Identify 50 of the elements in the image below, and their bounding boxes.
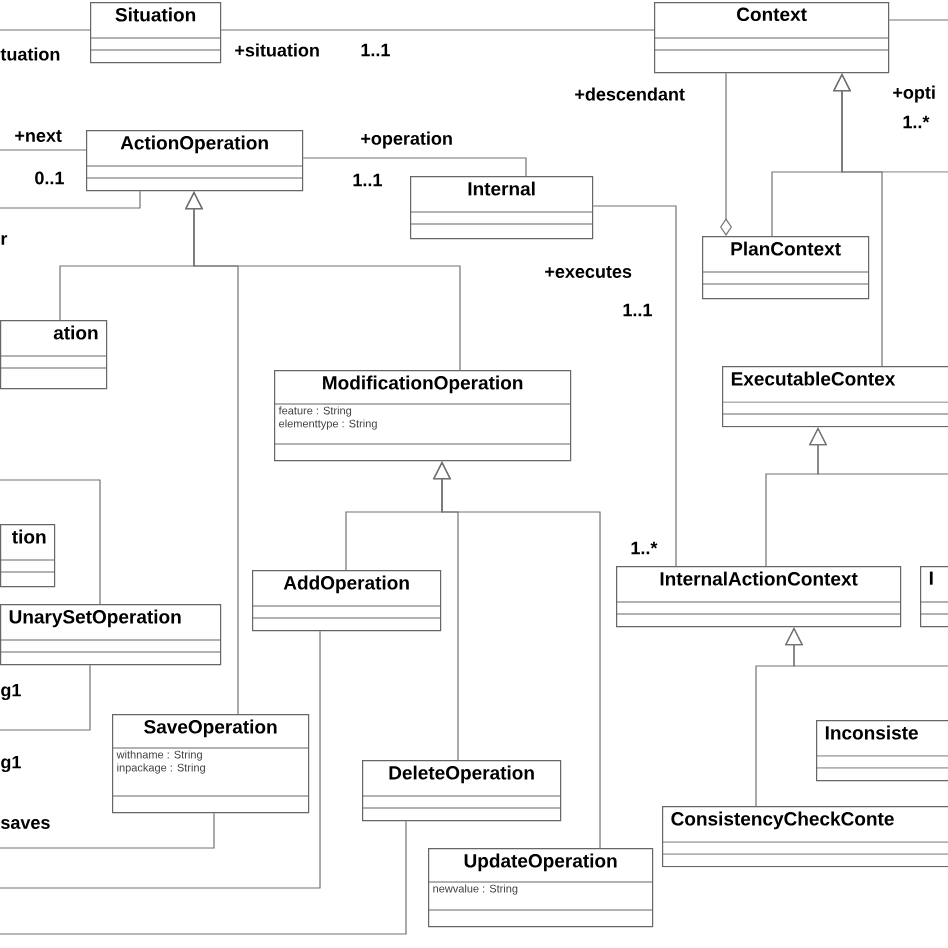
class-box: ExecutableContex bbox=[722, 366, 948, 428]
generalization-arrow bbox=[784, 627, 948, 667]
association-line bbox=[0, 29, 91, 31]
association-line bbox=[220, 29, 655, 31]
association-line bbox=[592, 205, 677, 567]
role-label: +executes bbox=[545, 266, 632, 278]
association-line bbox=[888, 19, 948, 21]
role-label: +operation bbox=[361, 131, 452, 149]
aggregation-line bbox=[720, 72, 732, 236]
role-label: 1..1 bbox=[361, 43, 390, 57]
class-box: DeleteOperation bbox=[362, 760, 562, 822]
association-line bbox=[0, 630, 321, 889]
class-box: Context bbox=[654, 2, 890, 74]
role-label: g1 bbox=[1, 683, 21, 701]
role-label: r bbox=[1, 235, 8, 245]
class-box: Inconsiste bbox=[816, 720, 948, 782]
class-box: I bbox=[920, 566, 948, 628]
association-line bbox=[0, 479, 101, 605]
class-box: tion bbox=[0, 524, 56, 588]
role-label: 1..1 bbox=[623, 303, 652, 317]
role-label: +descendant bbox=[575, 87, 685, 101]
generalization-arrow bbox=[432, 461, 601, 849]
role-label: +opti bbox=[893, 85, 935, 103]
role-label: +next bbox=[15, 130, 62, 142]
association-line bbox=[0, 190, 141, 209]
role-label: g1 bbox=[1, 755, 21, 773]
association-line bbox=[0, 149, 87, 151]
association-line bbox=[0, 820, 407, 935]
role-label: 1..* bbox=[903, 115, 930, 129]
class-box: InternalActionContext bbox=[616, 566, 902, 628]
role-label: 1..1 bbox=[353, 173, 382, 187]
generalization-arrow bbox=[808, 427, 948, 475]
class-box: PlanContext bbox=[702, 236, 870, 300]
role-label: tuation bbox=[0, 47, 60, 61]
class-box: ActionOperation bbox=[86, 130, 304, 192]
class-box: UnarySetOperation bbox=[0, 604, 222, 666]
association-line bbox=[0, 812, 215, 849]
class-box: Situation bbox=[90, 2, 222, 64]
role-label: +situation bbox=[235, 43, 319, 57]
class-box: Internal bbox=[410, 176, 594, 240]
association-line bbox=[302, 157, 527, 177]
class-box: ation bbox=[0, 320, 108, 390]
association-line bbox=[0, 664, 91, 731]
generalization-arrow bbox=[832, 73, 948, 173]
class-box: ConsistencyCheckConte bbox=[662, 806, 948, 868]
role-label: saves bbox=[1, 819, 50, 829]
role-label: 1..* bbox=[631, 541, 658, 555]
class-box: AddOperation bbox=[252, 570, 442, 632]
role-label: 0..1 bbox=[35, 171, 64, 185]
generalization-arrow bbox=[184, 191, 461, 371]
